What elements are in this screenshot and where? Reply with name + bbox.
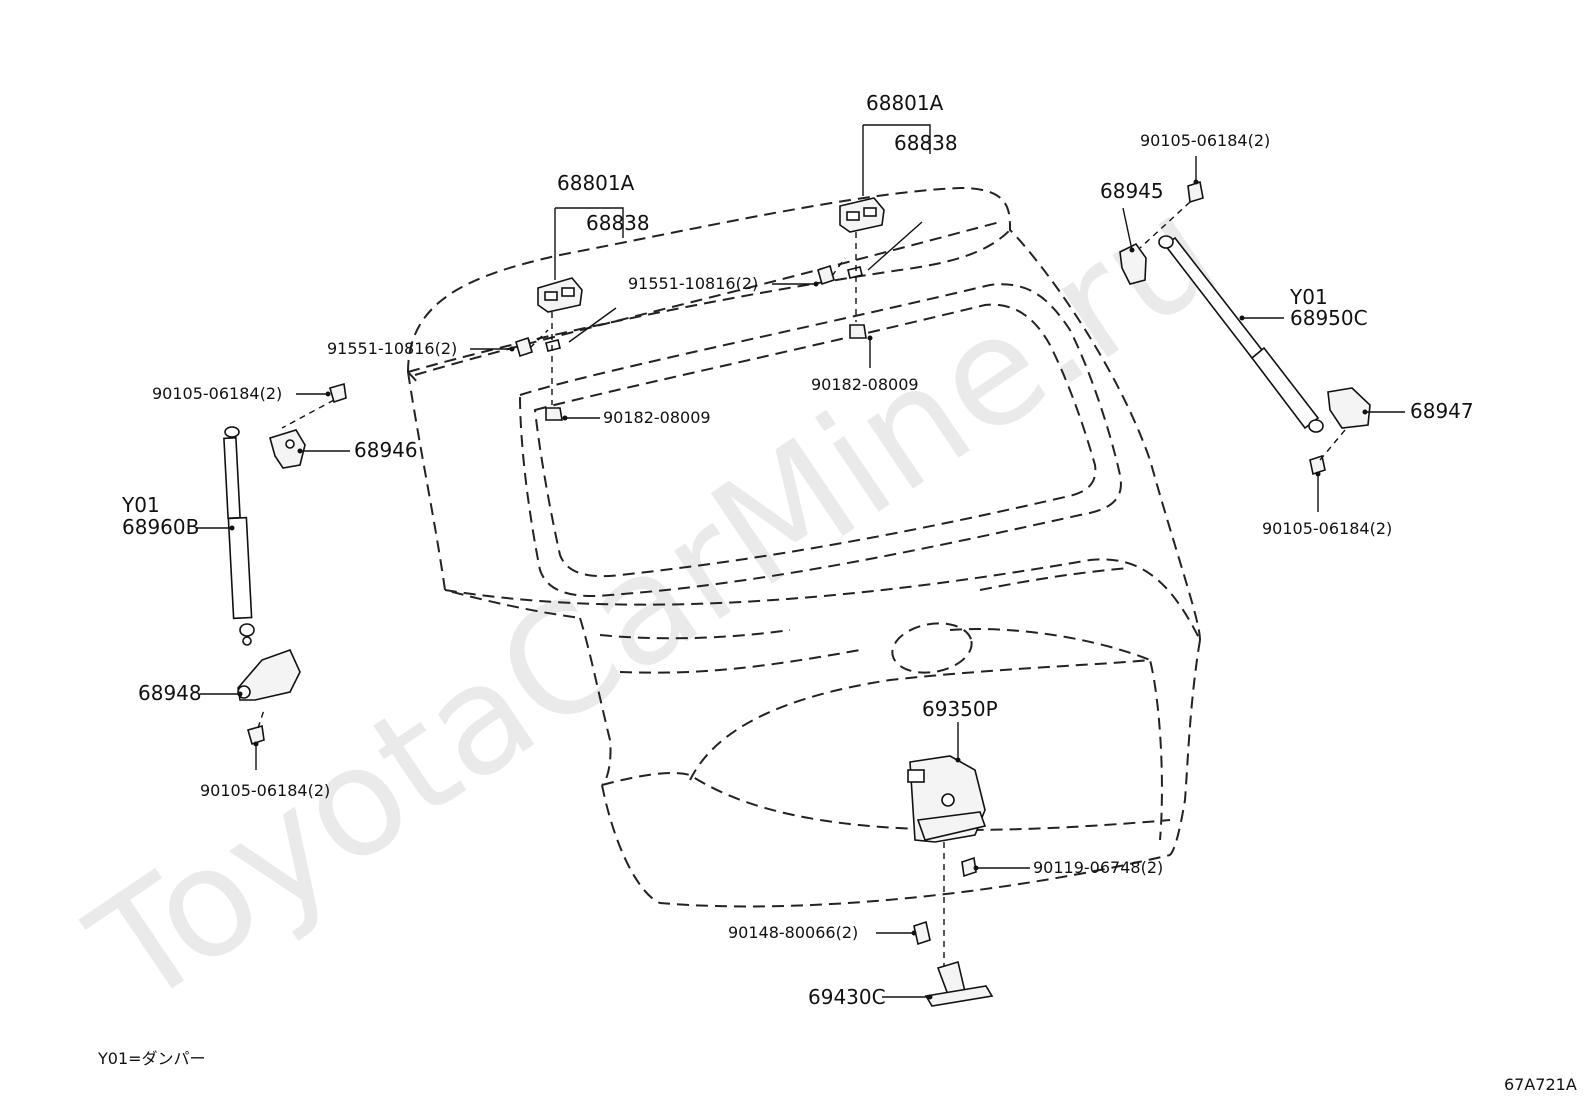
label-striker-screw: 90148-80066(2) <box>728 923 858 942</box>
label-damper-left: 68960B <box>122 515 199 539</box>
lock-bolt-part <box>961 856 977 878</box>
label-hinge-right-assy: 68801A <box>866 91 944 115</box>
bracket-lower-left-part <box>237 648 301 701</box>
label-bracket-upper-right: 68945 <box>1100 179 1164 203</box>
back-door-outline <box>407 186 1201 908</box>
label-bolt-top-right: 90105-06184(2) <box>1140 131 1270 150</box>
label-bracket-upper-left: 68946 <box>354 438 418 462</box>
bracket-upper-left-part <box>269 429 306 469</box>
label-bolt-hinge-left: 91551-10816(2) <box>327 339 457 358</box>
bracket-lower-right-part <box>1327 387 1371 429</box>
label-bracket-lower-left: 68948 <box>138 681 202 705</box>
figure-code: 67A721A <box>1504 1075 1577 1094</box>
label-hinge-left: 68838 <box>586 211 650 235</box>
door-lock-part <box>907 755 987 843</box>
label-hinge-right: 68838 <box>894 131 958 155</box>
label-bracket-lower-right: 68947 <box>1410 399 1474 423</box>
label-damper-right: 68950C <box>1290 306 1368 330</box>
label-lock-assy: 69350P <box>922 697 998 721</box>
label-nut-hinge-right: 90182-08009 <box>811 375 919 394</box>
label-damper-right-code: Y01 <box>1289 285 1328 309</box>
label-bolt-top-left: 90105-06184(2) <box>152 384 282 403</box>
damper-right <box>1158 235 1324 433</box>
label-damper-left-code: Y01 <box>121 493 160 517</box>
hinge-bolt-left <box>515 336 533 358</box>
label-lock-bolt: 90119-06748(2) <box>1033 858 1163 877</box>
label-nut-hinge-left: 90182-08009 <box>603 408 711 427</box>
label-striker: 69430C <box>808 985 886 1009</box>
label-bolt-bottom-left: 90105-06184(2) <box>200 781 330 800</box>
hinge-left <box>537 277 583 421</box>
striker-screw-part <box>913 920 931 946</box>
hinge-right <box>839 197 885 339</box>
damper-left <box>223 426 255 646</box>
bracket-upper-right-part <box>1119 242 1147 285</box>
label-hinge-left-assy: 68801A <box>557 171 635 195</box>
label-bolt-hinge-right: 91551-10816(2) <box>628 274 758 293</box>
label-bolt-bottom-right: 90105-06184(2) <box>1262 519 1392 538</box>
hinge-bolt-right <box>817 264 835 286</box>
striker-part <box>924 960 994 1007</box>
footnote: Y01=ダンパー <box>97 1049 206 1068</box>
